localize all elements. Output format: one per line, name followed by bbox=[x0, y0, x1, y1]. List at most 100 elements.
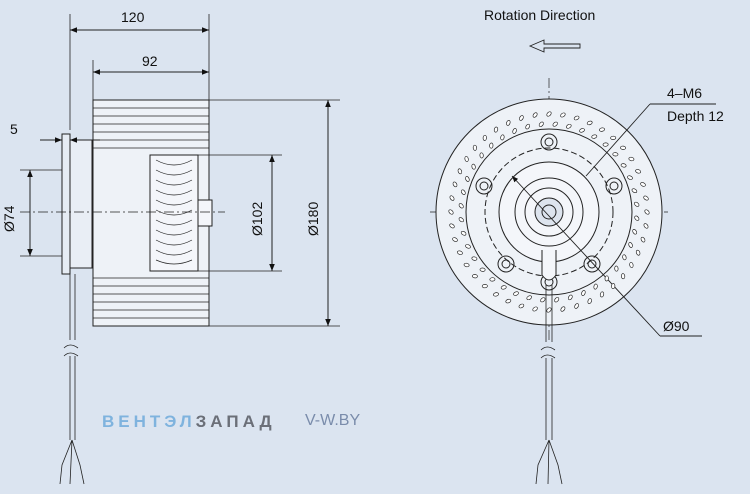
blade-slot bbox=[628, 156, 635, 162]
blade-slot bbox=[629, 262, 634, 268]
blade-slot bbox=[621, 273, 626, 280]
blade-slot bbox=[612, 152, 619, 157]
dim-120-label: 120 bbox=[121, 9, 145, 25]
blade-slot bbox=[458, 217, 464, 223]
blade-slot bbox=[493, 292, 499, 297]
blade-slot bbox=[560, 306, 566, 312]
blade-slot bbox=[493, 126, 499, 133]
depth-label: Depth 12 bbox=[667, 108, 724, 124]
blade-slot bbox=[552, 121, 558, 127]
blade-slot bbox=[579, 128, 585, 133]
blade-slot bbox=[631, 188, 638, 194]
blade-slot bbox=[586, 120, 593, 126]
blade-slot bbox=[452, 237, 458, 242]
blade-slot bbox=[519, 115, 524, 121]
brand-watermark: ВЕНТЭЛЗАПАД bbox=[102, 412, 276, 432]
brand-part-2: ЗАПАД bbox=[195, 412, 276, 431]
blade-slot bbox=[611, 283, 616, 290]
blade-slot bbox=[465, 176, 470, 182]
blade-slot bbox=[643, 223, 649, 229]
blade-slot bbox=[458, 203, 464, 209]
blade-slot bbox=[604, 275, 609, 282]
blade-slot bbox=[614, 265, 619, 272]
blade-slot bbox=[448, 209, 454, 215]
blade-slot bbox=[512, 128, 517, 134]
blade-slot bbox=[479, 152, 484, 159]
blade-slot bbox=[628, 242, 633, 248]
blade-slot bbox=[632, 229, 638, 235]
blade-slot bbox=[640, 182, 646, 187]
blade-slot bbox=[620, 163, 627, 168]
blade-slot bbox=[599, 127, 605, 132]
blade-slot bbox=[581, 290, 586, 296]
blade-slot bbox=[599, 291, 605, 298]
blade-slot bbox=[538, 121, 544, 127]
blade-slot bbox=[500, 285, 507, 290]
blade-slot bbox=[635, 169, 641, 174]
blade-slot bbox=[472, 144, 477, 151]
blade-slot bbox=[634, 201, 640, 207]
blade-slot bbox=[471, 274, 478, 279]
impeller-blade-slots bbox=[448, 111, 650, 313]
blade-slot bbox=[500, 134, 505, 141]
blade-slot bbox=[635, 249, 641, 256]
blade-slot bbox=[634, 215, 640, 221]
blade-slot bbox=[560, 112, 566, 118]
blade-slot bbox=[602, 142, 609, 147]
thread-label: 4–M6 bbox=[667, 85, 702, 101]
blade-slot bbox=[471, 256, 478, 261]
dim-92-label: 92 bbox=[142, 53, 158, 69]
blade-slot bbox=[506, 120, 511, 126]
blade-slot bbox=[622, 254, 627, 261]
site-watermark: V-W.BY bbox=[305, 412, 361, 429]
blade-slot bbox=[573, 115, 580, 121]
blade-slot bbox=[574, 303, 579, 309]
blade-slot bbox=[525, 123, 531, 130]
blade-slot bbox=[532, 306, 538, 312]
blade-slot bbox=[567, 294, 573, 301]
blade-slot bbox=[644, 209, 650, 215]
blade-slot bbox=[627, 175, 633, 180]
blade-slot bbox=[540, 297, 546, 303]
front-view bbox=[430, 39, 716, 485]
blade-slot bbox=[518, 303, 525, 309]
blade-slot bbox=[452, 181, 458, 188]
blade-slot bbox=[479, 267, 486, 272]
blade-slot bbox=[449, 223, 455, 229]
dim-5-label: 5 bbox=[10, 121, 18, 137]
blade-slot bbox=[489, 142, 494, 149]
blade-slot bbox=[460, 189, 466, 195]
brand-part-1: ВЕНТЭЛ bbox=[102, 412, 196, 431]
blade-slot bbox=[513, 291, 519, 296]
dim-74-label: Ø74 bbox=[1, 205, 17, 232]
dim-90-label: Ø90 bbox=[663, 318, 690, 334]
blade-slot bbox=[532, 112, 538, 118]
blade-slot bbox=[489, 277, 496, 282]
blade-slot bbox=[620, 145, 627, 150]
blade-slot bbox=[449, 195, 455, 201]
blade-slot bbox=[471, 163, 476, 170]
blade-slot bbox=[460, 230, 467, 236]
blade-slot bbox=[457, 168, 463, 175]
blade-slot bbox=[554, 297, 560, 303]
blade-slot bbox=[481, 284, 488, 289]
blade-slot bbox=[505, 298, 512, 304]
dim-102-label: Ø102 bbox=[249, 202, 265, 236]
blade-slot bbox=[591, 134, 598, 139]
blade-slot bbox=[643, 195, 649, 201]
dim-180-label: Ø180 bbox=[305, 202, 321, 236]
blade-slot bbox=[464, 156, 469, 162]
blade-slot bbox=[463, 262, 470, 268]
blade-slot bbox=[465, 244, 471, 249]
rotation-direction-title: Rotation Direction bbox=[484, 7, 595, 23]
blade-slot bbox=[526, 295, 532, 301]
blade-slot bbox=[546, 307, 552, 313]
blade-slot bbox=[546, 111, 552, 117]
blade-slot bbox=[457, 250, 463, 255]
blade-slot bbox=[610, 135, 617, 140]
blade-slot bbox=[593, 283, 598, 290]
blade-slot bbox=[482, 134, 487, 141]
blade-slot bbox=[566, 123, 572, 129]
